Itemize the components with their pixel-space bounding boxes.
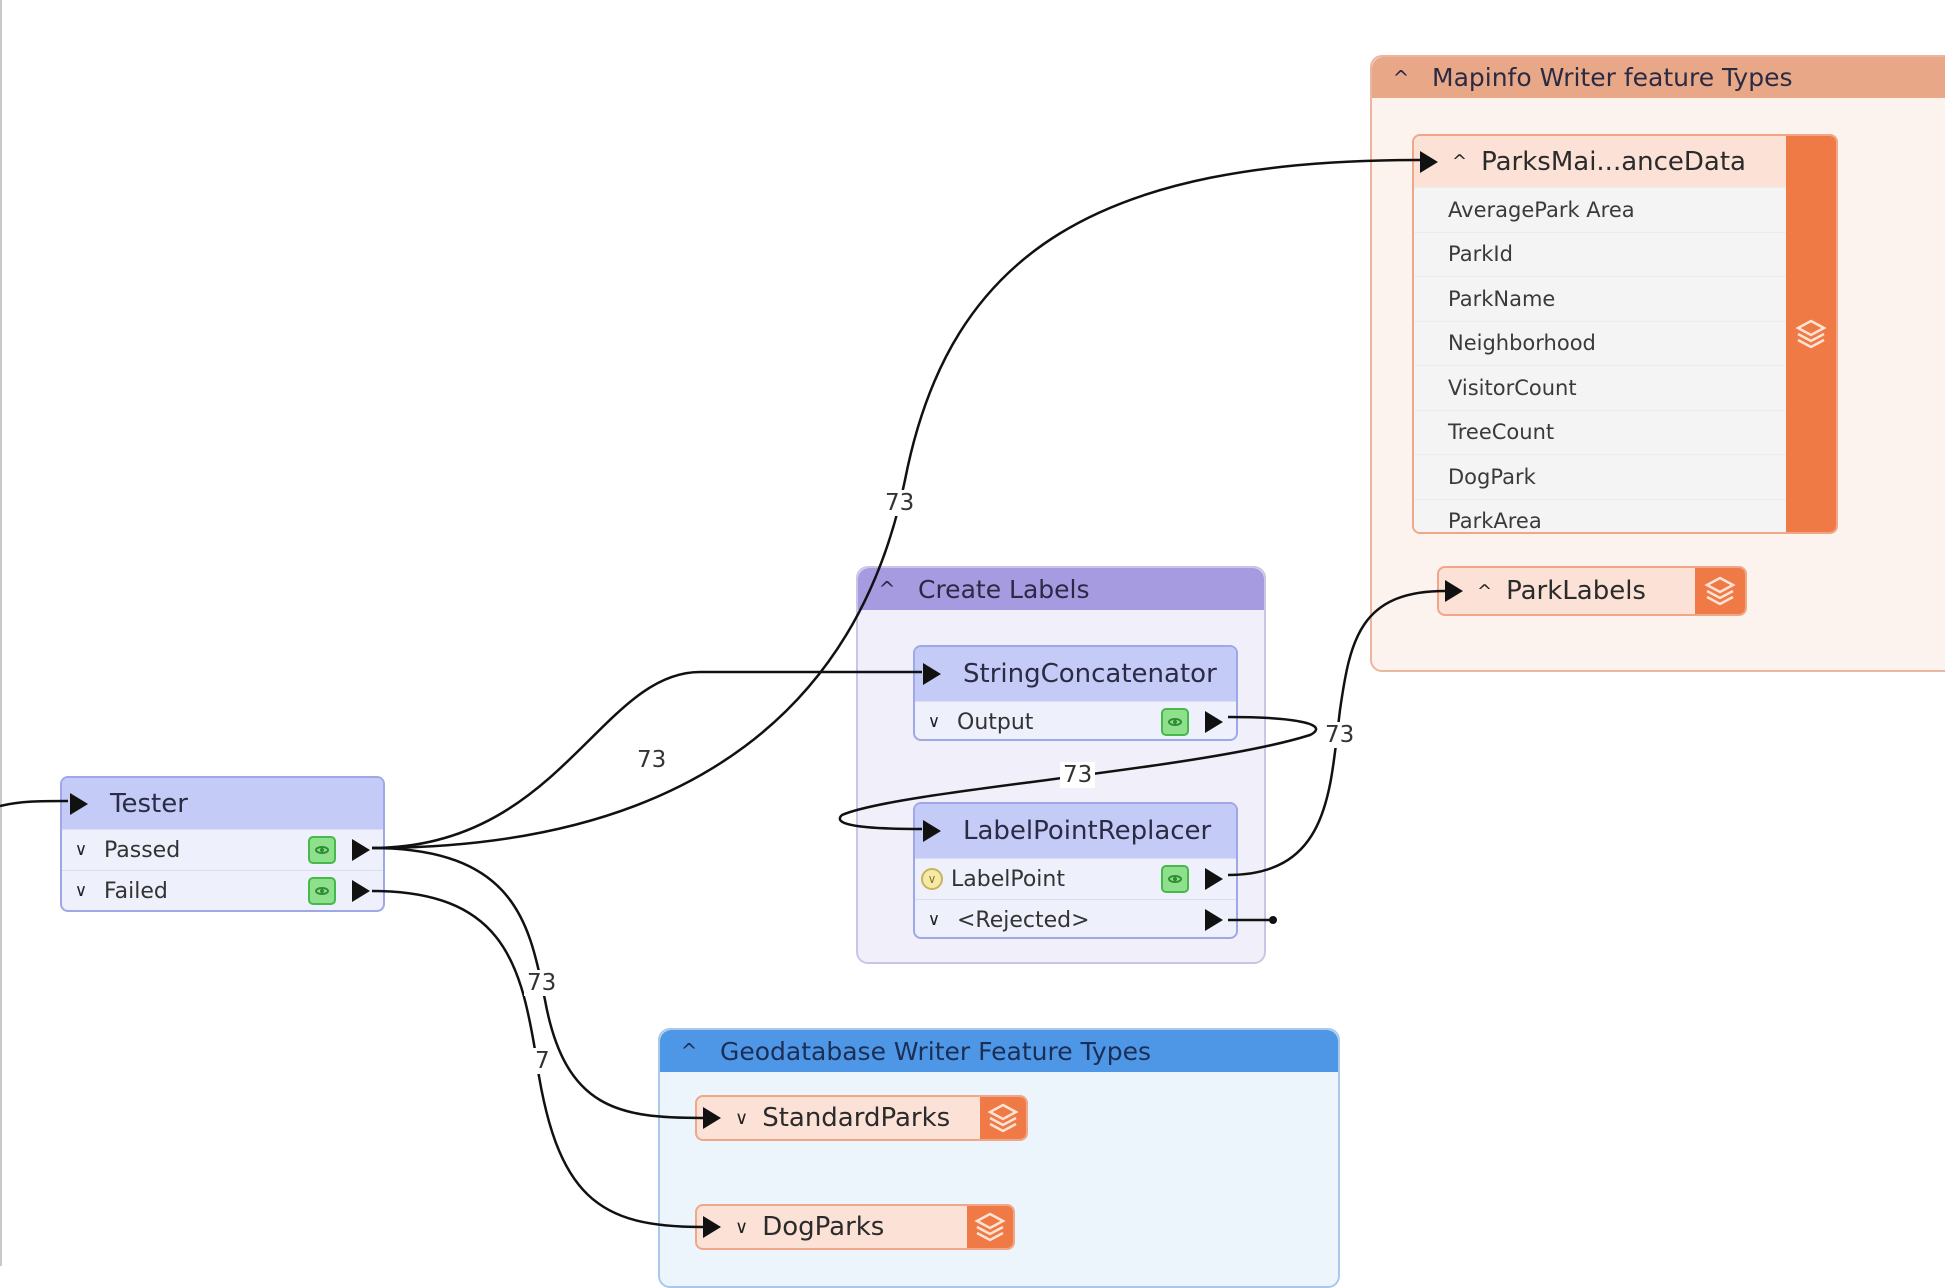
collapse-caret-icon[interactable]: ^ xyxy=(1477,580,1493,602)
transformer-name: LabelPointReplacer xyxy=(963,816,1212,846)
attribute-row[interactable]: TreeCount xyxy=(1414,409,1788,454)
bookmark-title: Geodatabase Writer Feature Types xyxy=(720,1036,1151,1066)
chevron-down-icon[interactable]: ∨ xyxy=(927,910,941,930)
connection-count-label: 7 xyxy=(532,1048,553,1074)
input-port-icon[interactable] xyxy=(923,663,941,685)
port-label: Failed xyxy=(104,878,168,904)
connection-count-label: 73 xyxy=(524,970,560,996)
collapse-caret-icon[interactable]: ^ xyxy=(680,1039,698,1063)
output-port-arrow-icon[interactable] xyxy=(1205,711,1223,733)
attribute-row[interactable]: ParkName xyxy=(1414,276,1788,321)
feature-type-name: DogParks xyxy=(762,1212,885,1242)
collapse-caret-icon[interactable]: ^ xyxy=(878,577,896,601)
input-port-icon[interactable] xyxy=(1420,150,1438,173)
transformer-name: StringConcatenator xyxy=(963,659,1217,689)
attribute-row[interactable]: Neighborhood xyxy=(1414,320,1788,365)
input-port-icon[interactable] xyxy=(70,792,88,815)
port-label: Output xyxy=(957,709,1034,735)
canvas-left-border xyxy=(0,0,2,1266)
connection-count-label: 73 xyxy=(1060,762,1096,788)
transformer-tester[interactable]: Tester ∨ Passed ∨ Failed xyxy=(60,776,385,912)
output-port-output[interactable]: ∨ Output xyxy=(915,701,1236,739)
collapse-caret-icon[interactable]: ^ xyxy=(1452,151,1468,172)
output-port-labelpoint[interactable]: ∨ LabelPoint xyxy=(915,858,1236,899)
transformer-name: Tester xyxy=(110,788,188,819)
inspect-eye-icon[interactable] xyxy=(308,836,336,864)
port-label: <Rejected> xyxy=(957,907,1090,933)
transformer-string-concatenator[interactable]: StringConcatenator ∨ Output xyxy=(913,645,1238,741)
transformer-label-point-replacer[interactable]: LabelPointReplacer ∨ LabelPoint ∨ <Rejec… xyxy=(913,802,1238,939)
input-port-icon[interactable] xyxy=(1445,580,1463,602)
output-port-passed[interactable]: ∨ Passed xyxy=(62,829,383,870)
inspect-eye-icon[interactable] xyxy=(1161,865,1189,893)
feature-type-side-bar[interactable] xyxy=(1786,136,1836,532)
rejected-port-end-dot xyxy=(1269,916,1277,924)
inspect-eye-icon[interactable] xyxy=(1161,708,1189,736)
output-port-failed[interactable]: ∨ Failed xyxy=(62,870,383,910)
feature-type-name: ParksMai...anceData xyxy=(1481,146,1746,177)
bookmark-title: Create Labels xyxy=(918,574,1090,604)
port-label: Passed xyxy=(104,837,181,863)
attribute-row[interactable]: AveragePark Area xyxy=(1414,187,1788,232)
layers-button[interactable] xyxy=(1695,568,1745,614)
chevron-down-icon[interactable]: ∨ xyxy=(735,1107,749,1129)
attribute-row[interactable]: DogPark xyxy=(1414,454,1788,499)
attribute-row[interactable]: ParkArea xyxy=(1414,498,1788,532)
port-label: LabelPoint xyxy=(951,866,1065,892)
input-port-icon[interactable] xyxy=(703,1107,721,1129)
connection-count-label: 73 xyxy=(634,747,670,773)
input-port-icon[interactable] xyxy=(923,820,941,842)
inspect-eye-icon[interactable] xyxy=(308,877,336,905)
layers-icon xyxy=(987,1103,1019,1133)
output-port-arrow-icon[interactable] xyxy=(352,880,370,902)
layers-icon xyxy=(1704,576,1736,606)
feature-type-dog-parks[interactable]: ∨ DogParks xyxy=(695,1204,1015,1250)
attribute-row[interactable]: ParkId xyxy=(1414,231,1788,276)
connection-count-label: 73 xyxy=(882,490,918,516)
layers-icon xyxy=(1795,319,1827,349)
chevron-down-icon[interactable]: ∨ xyxy=(74,840,88,860)
output-port-rejected[interactable]: ∨ <Rejected> xyxy=(915,899,1236,937)
chevron-down-icon[interactable]: ∨ xyxy=(74,881,88,901)
bookmark-title: Mapinfo Writer feature Types xyxy=(1432,63,1793,92)
layers-button[interactable] xyxy=(967,1206,1013,1248)
chevron-down-icon[interactable]: ∨ xyxy=(927,712,941,732)
output-port-arrow-icon[interactable] xyxy=(1205,909,1223,931)
output-port-arrow-icon[interactable] xyxy=(352,839,370,861)
collapse-caret-icon[interactable]: ^ xyxy=(1392,65,1410,90)
warning-chevron-icon[interactable]: ∨ xyxy=(921,868,943,890)
connection-count-label: 73 xyxy=(1322,722,1358,748)
feature-type-name: ParkLabels xyxy=(1506,576,1646,606)
layers-button[interactable] xyxy=(980,1097,1026,1139)
chevron-down-icon[interactable]: ∨ xyxy=(735,1216,749,1238)
attribute-row[interactable]: VisitorCount xyxy=(1414,365,1788,410)
feature-type-standard-parks[interactable]: ∨ StandardParks xyxy=(695,1095,1028,1141)
feature-type-name: StandardParks xyxy=(762,1103,951,1133)
output-port-arrow-icon[interactable] xyxy=(1205,868,1223,890)
layers-icon xyxy=(974,1212,1006,1242)
connection-input-tester[interactable] xyxy=(0,799,69,808)
feature-type-park-labels[interactable]: ^ ParkLabels xyxy=(1437,566,1747,616)
input-port-icon[interactable] xyxy=(703,1216,721,1238)
